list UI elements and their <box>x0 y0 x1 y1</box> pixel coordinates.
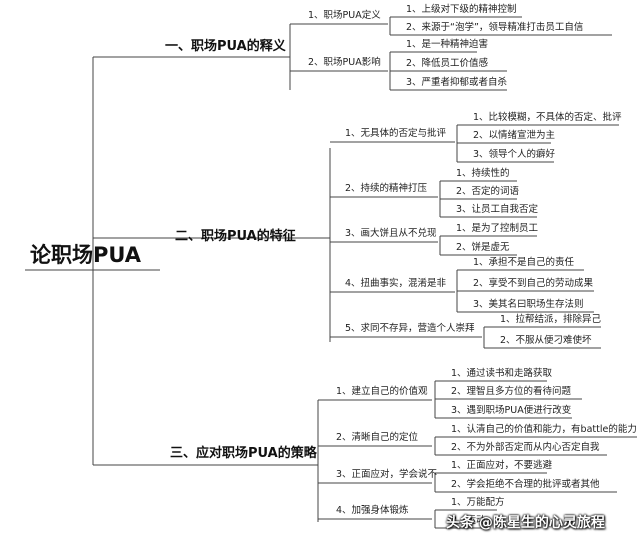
leaf-1-1-2: 2、来源于“泡学”，领导精准打击员工自信 <box>406 22 584 33</box>
leaf-2-5-1: 1、拉帮结派，排除异己 <box>500 314 602 325</box>
branch-1-sub-1: 1、职场PUA定义 <box>308 10 381 21</box>
leaf-2-4-3: 3、美其名曰职场生存法则 <box>473 299 584 310</box>
branch-3-sub-4: 4、加强身体锻炼 <box>336 505 409 516</box>
leaf-3-1-3: 3、遇到职场PUA便进行改变 <box>451 405 572 416</box>
leaf-2-2-3: 3、让员工自我否定 <box>456 204 539 215</box>
branch-2-sub-2: 2、持续的精神打压 <box>345 183 428 194</box>
branch-3-sub-1: 1、建立自己的价值观 <box>336 386 428 397</box>
leaf-3-3-1: 1、正面应对，不要逃避 <box>451 460 553 471</box>
leaf-1-2-2: 2、降低员工价值感 <box>406 58 489 69</box>
branch-2-sub-5: 5、求同不存异，营造个人崇拜 <box>345 323 475 334</box>
watermark: 头条 @陈星生的心灵旅程 <box>446 515 605 531</box>
leaf-2-3-2: 2、饼是虚无 <box>456 242 510 253</box>
branch-2-sub-1: 1、无具体的否定与批评 <box>345 128 447 139</box>
leaf-2-1-3: 3、领导个人的癖好 <box>473 149 556 160</box>
root-topic: 论职场PUA <box>30 243 142 267</box>
branch-3-sub-2: 2、清晰自己的定位 <box>336 432 419 443</box>
branch-2-sub-3: 3、画大饼且从不兑现 <box>345 228 437 239</box>
branch-3-sub-3: 3、正面应对，学会说不 <box>336 469 438 480</box>
branch-1-title: 一、职场PUA的释义 <box>165 39 286 54</box>
leaf-3-3-2: 2、学会拒绝不合理的批评或者其他 <box>451 479 600 490</box>
leaf-2-5-2: 2、不服从便刁难使坏 <box>500 335 592 346</box>
leaf-2-3-1: 1、是为了控制员工 <box>456 223 539 234</box>
leaf-3-2-1: 1、认清自己的价值和能力，有battle的能力 <box>451 424 637 435</box>
leaf-1-2-1: 1、是一种精神迫害 <box>406 39 489 50</box>
leaf-3-2-2: 2、不为外部否定而从内心否定自我 <box>451 442 600 453</box>
branch-2-sub-4: 4、扭曲事实，混淆是非 <box>345 278 447 289</box>
branch-3-title: 三、应对职场PUA的策略 <box>170 446 317 461</box>
leaf-3-1-1: 1、通过读书和走路获取 <box>451 368 553 379</box>
branch-2-title: 二、职场PUA的特征 <box>175 229 296 244</box>
leaf-3-4-1: 1、万能配方 <box>451 497 505 508</box>
leaf-1-2-3: 3、严重者抑郁或者自杀 <box>406 77 508 88</box>
leaf-3-1-2: 2、理智且多方位的看待问题 <box>451 386 572 397</box>
leaf-2-2-2: 2、否定的词语 <box>456 186 520 197</box>
leaf-2-4-1: 1、承担不是自己的责任 <box>473 257 575 268</box>
leaf-2-4-2: 2、享受不到自己的劳动成果 <box>473 278 594 289</box>
leaf-2-2-1: 1、持续性的 <box>456 168 510 179</box>
leaf-2-1-2: 2、以情绪宣泄为主 <box>473 130 556 141</box>
leaf-3-4-2: 2、运动 <box>451 515 486 526</box>
branch-1-sub-2: 2、职场PUA影响 <box>308 57 381 68</box>
leaf-1-1-1: 1、上级对下级的精神控制 <box>406 4 517 15</box>
leaf-2-1-1: 1、比较模糊，不具体的否定、批评 <box>473 112 622 123</box>
